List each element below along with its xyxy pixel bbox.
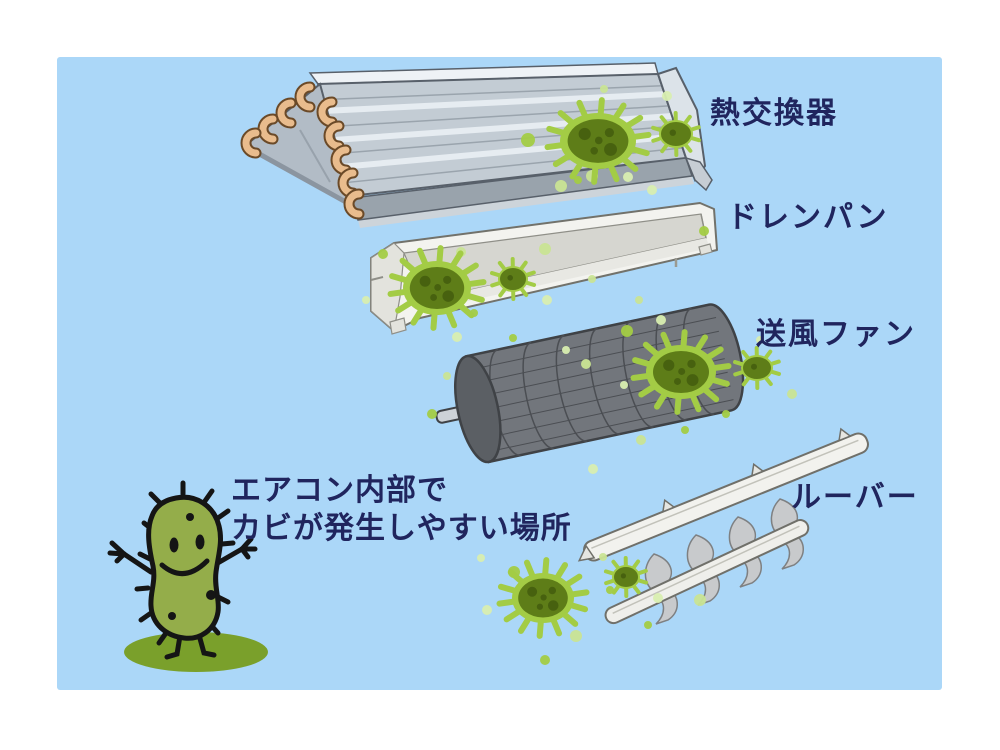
mold-character <box>107 480 268 672</box>
mold-spore <box>539 243 551 255</box>
mold-cluster <box>489 257 537 301</box>
caption-line2: カビが発生しやすい場所 <box>231 512 572 545</box>
mold-spore <box>636 435 646 445</box>
caption-line1: エアコン内部で <box>231 474 448 507</box>
character-body <box>146 494 223 641</box>
mold-cluster <box>496 557 590 639</box>
mold-cluster <box>630 329 732 415</box>
mold-spore <box>362 296 370 304</box>
fan-grid <box>471 307 734 456</box>
mold-spore <box>756 336 764 344</box>
label-blower-fan: 送風ファン <box>756 318 916 351</box>
mold-cluster <box>544 97 652 185</box>
mold-spore <box>681 426 689 434</box>
mold-cluster <box>651 111 701 157</box>
heat-exchanger-illustration <box>240 62 713 228</box>
mold-spore <box>562 346 570 354</box>
mold-cluster <box>387 245 487 331</box>
mold-spore <box>644 621 652 629</box>
mold-spore <box>570 630 582 642</box>
label-drain-pan: ドレンパン <box>727 201 889 234</box>
label-heat-exchanger: 熱交換器 <box>710 97 838 130</box>
mold-spore <box>443 372 451 380</box>
mold-spore <box>452 332 462 342</box>
mold-spore <box>542 295 552 305</box>
mold-spore <box>787 389 797 399</box>
mold-spore <box>653 593 663 603</box>
mold-spore <box>540 655 550 665</box>
mold-spore <box>588 464 598 474</box>
mold-spore <box>574 176 582 184</box>
blower-fan-illustration <box>435 303 745 464</box>
mold-spore <box>477 554 485 562</box>
mold-spore <box>509 334 517 342</box>
mold-spore <box>620 381 628 389</box>
mold-spore <box>521 133 535 147</box>
mold-spore <box>588 275 596 283</box>
character-arms <box>107 536 258 575</box>
character-face <box>168 513 216 620</box>
mold-spore <box>621 325 633 337</box>
mold-spore <box>656 315 666 325</box>
mold-spore <box>482 605 492 615</box>
mold-spore <box>662 91 672 101</box>
caption: エアコン内部で カビが発生しやすい場所 <box>231 472 572 548</box>
character-legs <box>164 632 217 660</box>
mold-spore <box>694 594 706 606</box>
copper-pipes <box>240 81 365 220</box>
label-louver: ルーバー <box>791 481 919 514</box>
mold-spore <box>699 226 709 236</box>
mold-spore <box>647 185 657 195</box>
mold-spore <box>427 409 437 419</box>
mold-spore <box>581 359 591 369</box>
character-smile <box>159 558 210 576</box>
mold-cluster <box>603 556 649 598</box>
mold-spore <box>623 172 633 182</box>
louver-illustration <box>577 427 869 625</box>
mold-spore <box>378 249 388 259</box>
mold-spore <box>555 180 567 192</box>
mold-spore <box>600 85 608 93</box>
mold-layer <box>387 97 781 639</box>
mold-spore <box>722 410 730 418</box>
mold-spore <box>599 553 607 561</box>
mold-cluster <box>733 346 781 390</box>
mold-spore <box>635 296 643 304</box>
